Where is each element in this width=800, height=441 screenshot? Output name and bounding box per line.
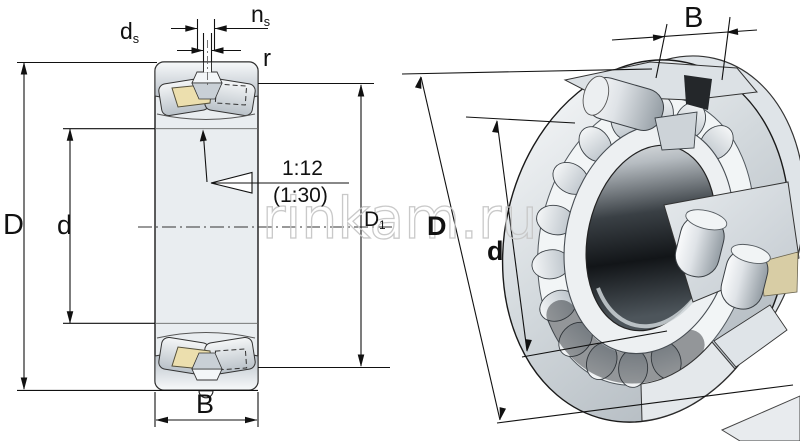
cage-bridge-bottom — [191, 352, 223, 370]
iso-section-roller-1 — [674, 209, 728, 278]
label-taper-ratio-alt: (1:30) — [273, 184, 328, 207]
iso-bottom-slab — [720, 395, 800, 441]
label-d-iso: d — [487, 236, 504, 266]
label-D1: D1 — [364, 208, 386, 233]
cage-pocket-bottom — [191, 368, 223, 381]
taper-annotation — [199, 129, 349, 194]
dimension-D1 — [258, 82, 390, 369]
label-taper-ratio: 1:12 — [282, 157, 323, 180]
locating-notch — [198, 390, 214, 399]
label-ns-sub: s — [263, 14, 271, 29]
iso-dimension-d — [465, 116, 668, 358]
label-B-iso: B — [684, 2, 704, 34]
label-ns-main: n — [251, 1, 264, 27]
watermark: rinkam.ru — [261, 185, 538, 252]
iso-section-roller-2 — [720, 243, 771, 310]
dimension-ds — [177, 33, 241, 62]
iso-top-roller — [582, 75, 665, 131]
inner-raceway-top — [156, 113, 256, 120]
section-view-drawing — [17, 19, 392, 427]
label-D1-sub: 1 — [379, 220, 386, 233]
label-ds-sub: s — [132, 31, 140, 46]
label-r: r — [263, 45, 271, 72]
label-d-section: d — [57, 210, 73, 240]
inner-raceway-bottom — [156, 332, 256, 339]
label-D-section: D — [3, 209, 24, 241]
label-ds-main: d — [120, 18, 133, 44]
iso-guide-ring — [654, 111, 698, 151]
iso-cage-pocket — [684, 75, 712, 110]
iso-view-drawing — [401, 16, 800, 441]
dimension-D — [17, 61, 258, 391]
iso-dimension-B — [611, 16, 758, 81]
dimension-ns — [171, 19, 268, 50]
dimension-d — [63, 128, 155, 324]
cage-bridge-top — [191, 82, 223, 100]
lube-funnel — [191, 71, 223, 84]
label-D1-main: D — [364, 208, 380, 231]
label-D-iso: D — [427, 211, 447, 241]
label-B-section: B — [196, 389, 215, 419]
label-ds: ds — [120, 18, 140, 46]
iso-dimension-D — [401, 68, 794, 424]
dimension-B — [154, 392, 259, 427]
label-ns: ns — [251, 1, 271, 29]
iso-wedge-face — [713, 304, 788, 368]
